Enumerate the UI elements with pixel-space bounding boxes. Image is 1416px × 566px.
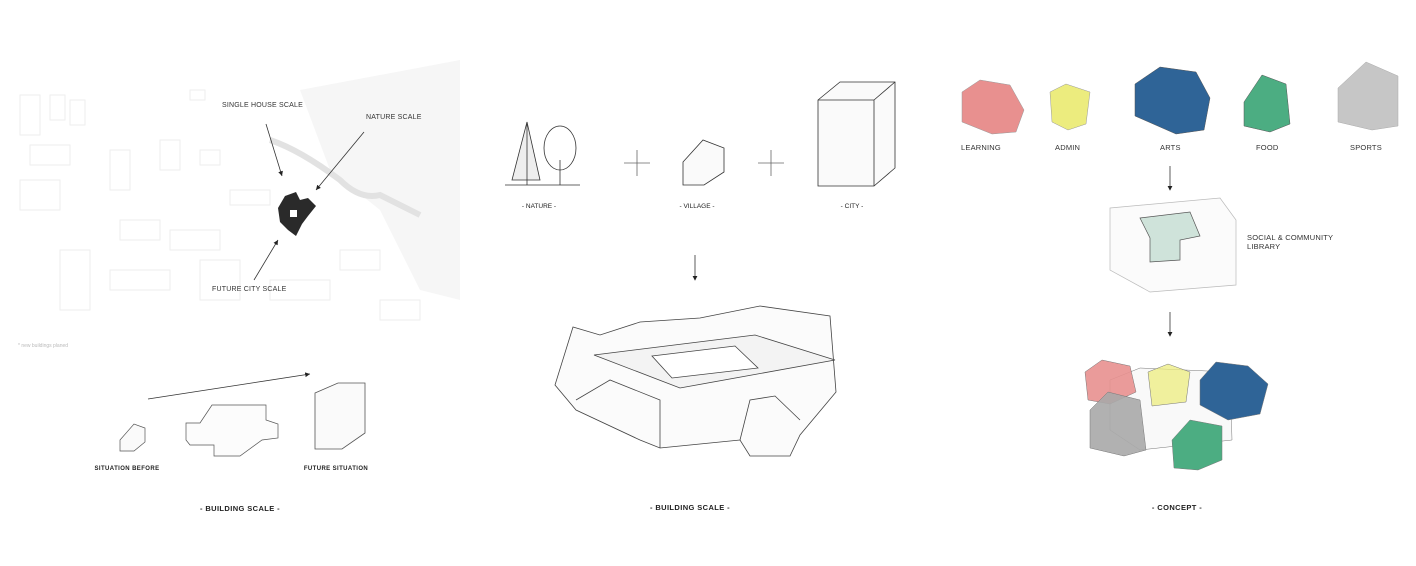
label-admin: ADMIN — [1055, 143, 1081, 152]
sports-volume — [1337, 61, 1399, 131]
label-library-line1: SOCIAL & COMMUNITY — [1247, 233, 1334, 242]
label-library-line2: LIBRARY — [1247, 242, 1281, 251]
food-volume — [1243, 74, 1291, 133]
house-middle-icon — [185, 404, 279, 457]
library-volume — [1109, 197, 1237, 293]
label-single-house-scale: SINGLE HOUSE SCALE — [222, 102, 304, 109]
label-nature-scale: NATURE SCALE — [366, 114, 422, 121]
label-future-situation: FUTURE SITUATION — [303, 466, 369, 472]
label-future-city-scale: FUTURE CITY SCALE — [212, 286, 287, 293]
tower-future-icon — [314, 382, 366, 450]
village-house-icon — [682, 139, 725, 186]
plus-icon — [624, 150, 784, 176]
label-food: FOOD — [1256, 143, 1279, 152]
label-learning: LEARNING — [961, 143, 1001, 152]
caption-building-scale-left: - BUILDING SCALE - — [199, 504, 281, 513]
city-block-outlines — [19, 89, 421, 321]
city-tower-icon — [817, 81, 896, 187]
label-city: - CITY - — [840, 203, 864, 210]
nature-trees-icon — [505, 121, 580, 186]
admin-volume — [1049, 83, 1091, 131]
label-situation-before: SITUATION BEFORE — [94, 466, 160, 472]
house-before-icon — [119, 423, 146, 452]
footnote: * new buildings planed — [18, 343, 69, 349]
water-area — [269, 60, 460, 300]
arts-volume — [1134, 66, 1211, 135]
caption-concept: - CONCEPT - — [1151, 503, 1203, 512]
label-arts: ARTS — [1160, 143, 1181, 152]
label-sports: SPORTS — [1350, 143, 1382, 152]
label-nature: - NATURE - — [521, 203, 557, 210]
learning-volume — [961, 79, 1025, 135]
evolution-arrow — [147, 372, 311, 400]
label-village: - VILLAGE - — [679, 203, 715, 210]
building-axonometric — [554, 305, 837, 457]
site-plan — [19, 60, 460, 457]
caption-building-scale-middle: - BUILDING SCALE - — [649, 503, 731, 512]
arrow-future-city — [253, 239, 279, 281]
arrow-single-house — [265, 123, 283, 177]
concept-cluster — [1084, 359, 1269, 471]
arrow-nature — [315, 131, 365, 191]
